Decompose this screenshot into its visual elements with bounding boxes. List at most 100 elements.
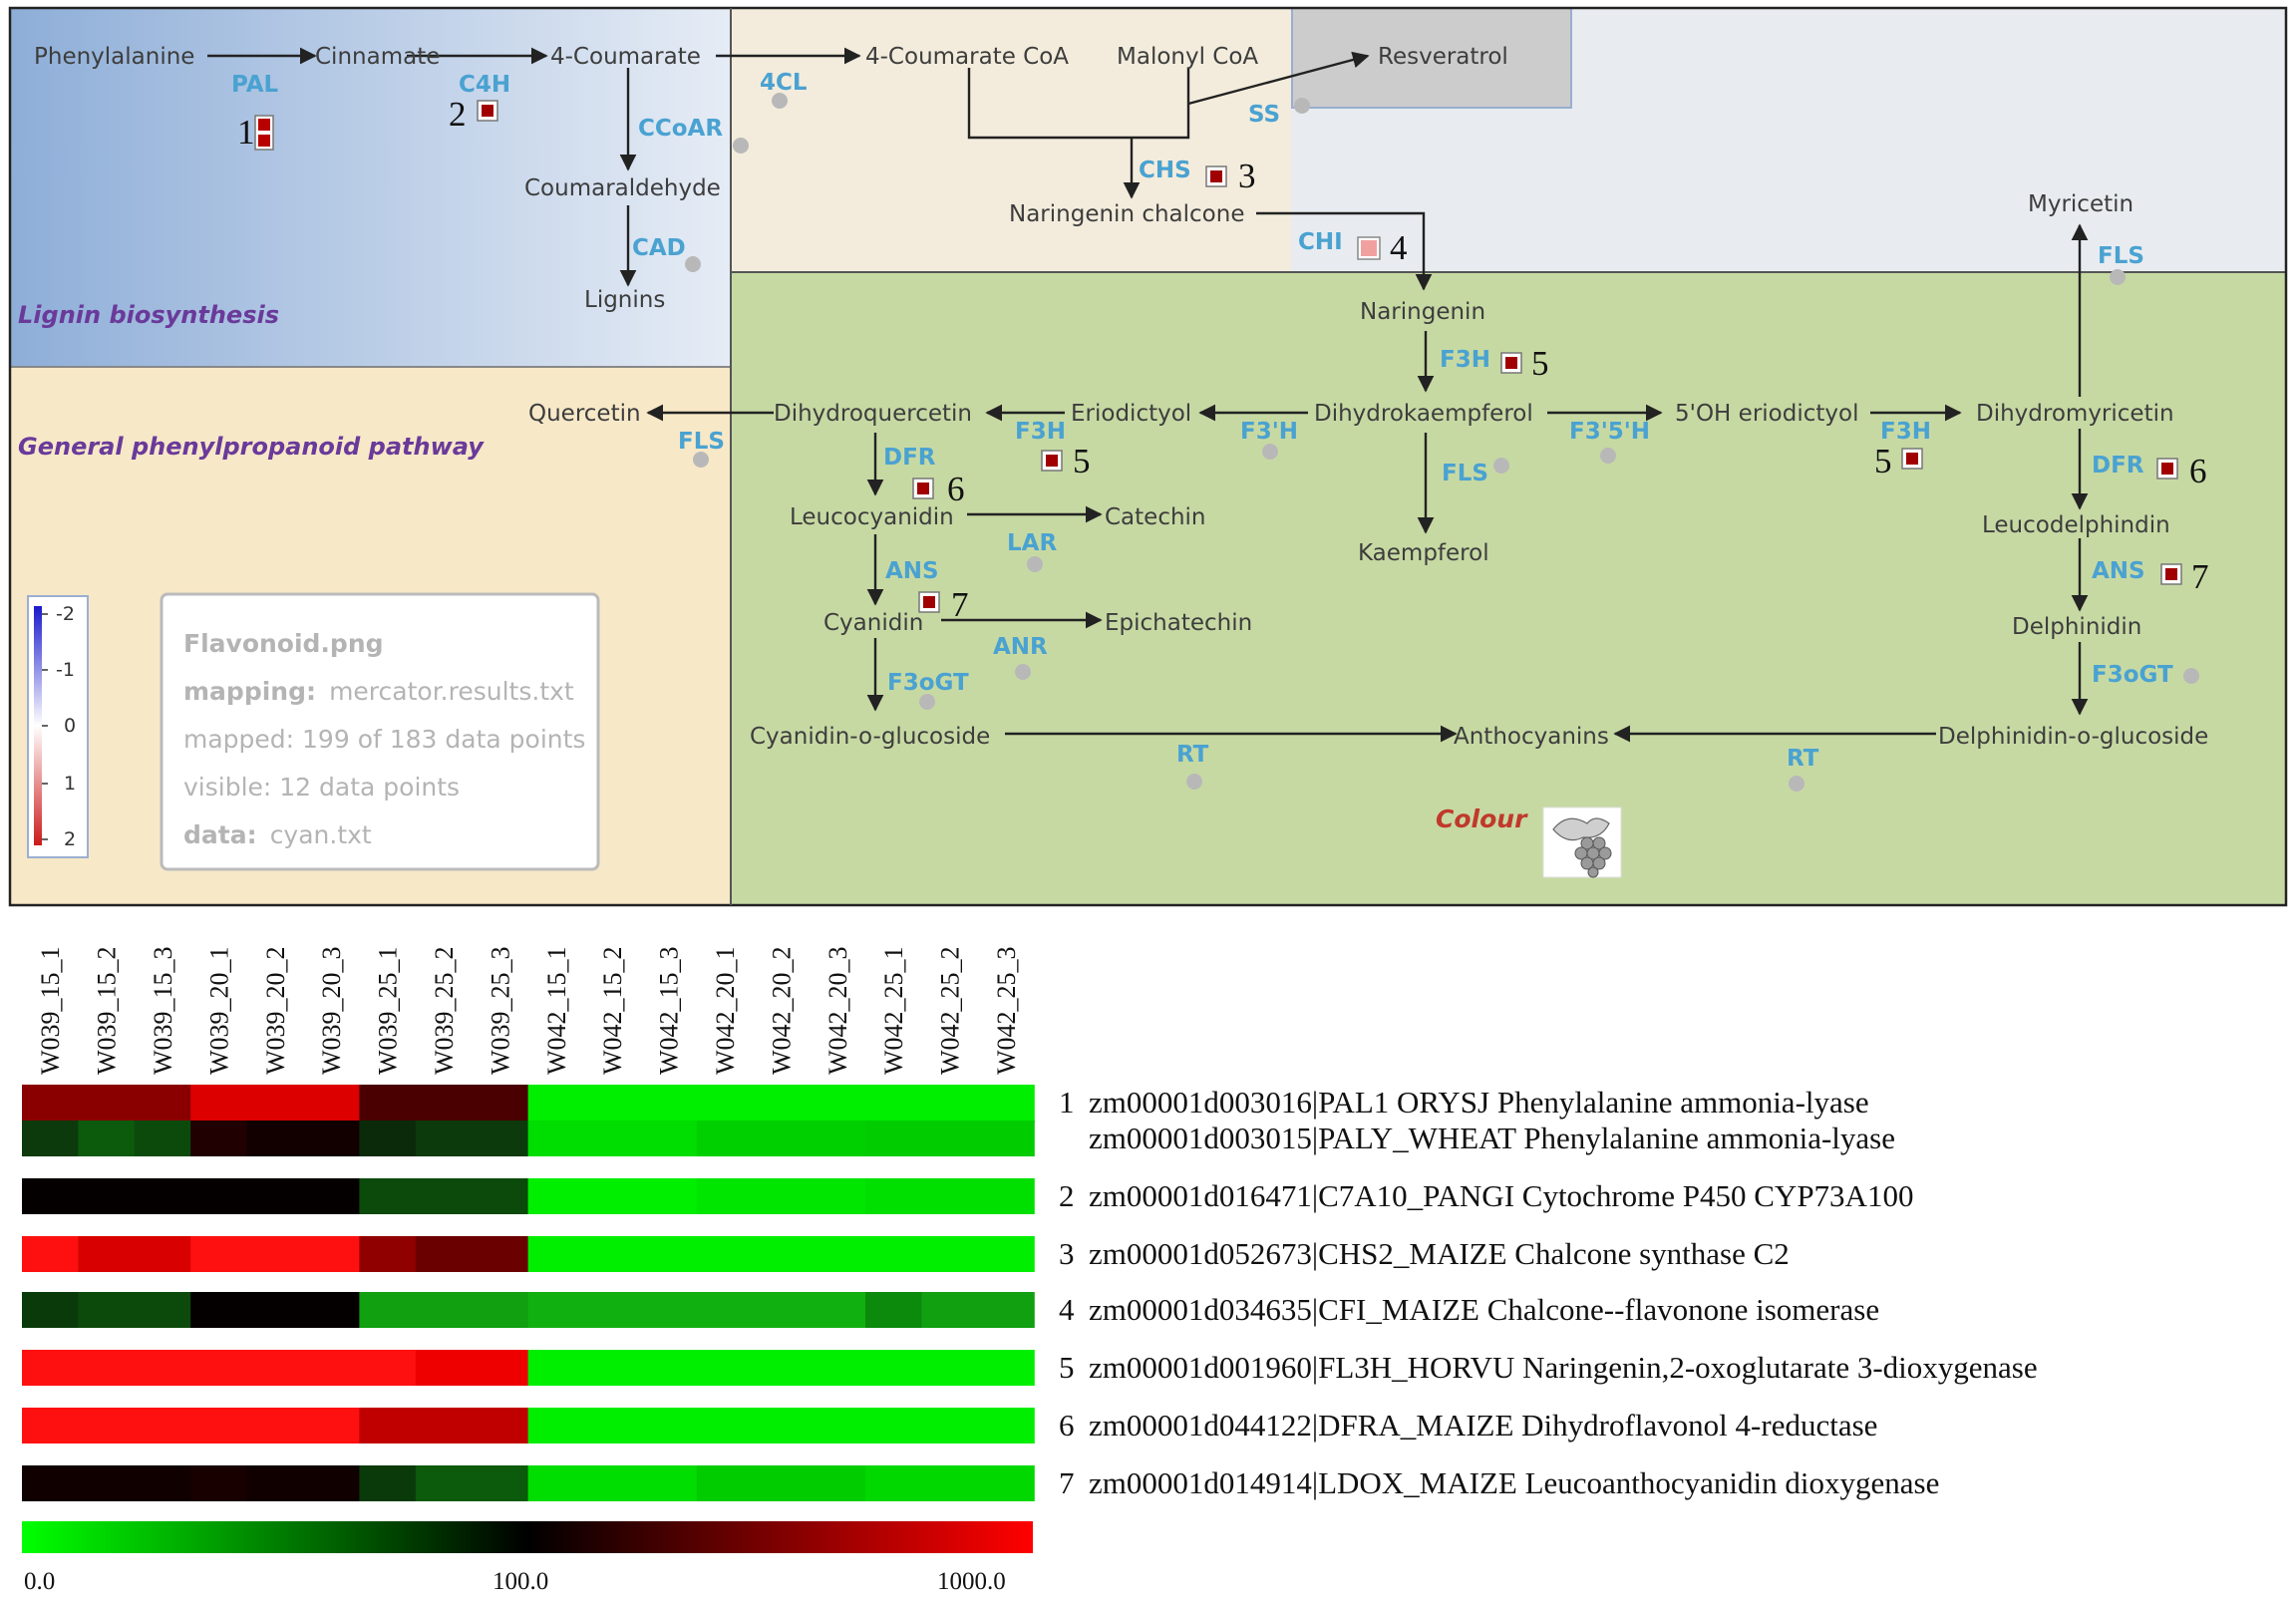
gene-number: 5 — [1059, 1350, 1075, 1385]
heatmap-cell — [696, 1292, 754, 1328]
heatmap-cell — [415, 1465, 473, 1501]
heatmap-cell — [527, 1178, 585, 1214]
dot-anr — [1015, 664, 1031, 680]
gene-annotation: zm00001d016471|C7A10_PANGI Cytochrome P4… — [1089, 1178, 1913, 1213]
gene-number: 7 — [1059, 1465, 1075, 1500]
heatmap-cell — [977, 1408, 1035, 1444]
enzyme-f3h-center: F3H — [1440, 347, 1490, 373]
enzyme-cad: CAD — [632, 235, 686, 261]
heatmap-cell — [696, 1465, 754, 1501]
heatmap-cell — [359, 1085, 417, 1123]
heatmap-cell — [359, 1465, 417, 1501]
heatmap-cell — [303, 1350, 360, 1386]
heatmap-cell — [584, 1350, 641, 1386]
gene-number: 4 — [1059, 1292, 1075, 1327]
heatmap-cell — [865, 1236, 922, 1272]
enzyme-fls-kaempferol: FLS — [1442, 461, 1488, 486]
enzyme-f3prime-h: F3'H — [1240, 419, 1298, 445]
heatmap-cell — [134, 1085, 191, 1123]
dot-f3prime5prime-h — [1600, 448, 1616, 464]
heatmap-cell — [809, 1121, 866, 1156]
region-general-label: General phenylpropanoid pathway — [18, 433, 485, 461]
metabolite-epichatechin: Epichatechin — [1105, 610, 1252, 636]
heatmap-cell — [527, 1350, 585, 1386]
heatmap-cell — [584, 1465, 641, 1501]
heatmap-column-label: W039_25_3 — [486, 946, 514, 1075]
heatmap-column-label: W039_20_3 — [317, 946, 346, 1075]
heatmap-cell — [359, 1408, 417, 1444]
heatmap-cell — [190, 1085, 248, 1123]
map-color-legend: -2 -1 0 1 2 — [27, 595, 89, 858]
heatmap-cell — [584, 1292, 641, 1328]
heatmap-cell — [921, 1178, 979, 1214]
region-lignin-label: Lignin biosynthesis — [18, 301, 279, 329]
heatmap-cell — [190, 1408, 248, 1444]
heatmap-cell — [584, 1178, 641, 1214]
region-colour-label: Colour — [1436, 804, 1528, 833]
heatmap-cell — [472, 1236, 529, 1272]
pathway-frame — [8, 6, 2288, 907]
marker-5-center: 5 — [1531, 344, 1549, 383]
enzyme-chs: CHS — [1139, 158, 1191, 183]
marker-6-left: 6 — [947, 470, 965, 508]
heatmap-cell — [527, 1085, 585, 1123]
enzyme-ans-right: ANS — [2092, 558, 2145, 584]
heatmap-cell — [78, 1178, 136, 1214]
enzyme-f3h-right: F3H — [1880, 419, 1931, 445]
heatmap-cell — [134, 1292, 191, 1328]
heatmap-cell — [303, 1121, 360, 1156]
heatmap-cell — [809, 1350, 866, 1386]
heatmap-cell — [865, 1292, 922, 1328]
heatmap-cell — [977, 1350, 1035, 1386]
enzyme-f3ogt-right: F3oGT — [2092, 662, 2173, 688]
heatmap-cell — [134, 1350, 191, 1386]
gene-annotation: zm00001d034635|CFI_MAIZE Chalcone--flavo… — [1089, 1292, 1879, 1327]
colour-region-bg — [730, 271, 2287, 906]
enzyme-dfr-left: DFR — [883, 445, 936, 471]
gene-number: 6 — [1059, 1408, 1075, 1443]
metabolite-cinnamate: Cinnamate — [315, 44, 440, 70]
heatmap-column-label: W039_25_1 — [374, 946, 403, 1075]
map-legend-tick-0: -2 — [56, 603, 75, 625]
marker-2: 2 — [449, 95, 467, 134]
heatmap-cell — [696, 1236, 754, 1272]
metabolite-lignins: Lignins — [584, 287, 665, 313]
heatmap-column-label: W042_20_2 — [767, 946, 796, 1075]
metabolite-4-coumarate-coa: 4-Coumarate CoA — [865, 44, 1069, 70]
heatmap-cell — [78, 1121, 136, 1156]
heatmap-cell — [134, 1121, 191, 1156]
heatmap-cell — [865, 1085, 922, 1123]
heatmap-cell — [640, 1178, 698, 1214]
heatmap-cell — [22, 1408, 79, 1444]
info-box: Flavonoid.png mapping: mercator.results.… — [160, 592, 600, 871]
gene-number: 1 — [1059, 1085, 1075, 1120]
heatmap-cell — [134, 1408, 191, 1444]
heatmap-cell — [696, 1178, 754, 1214]
heatmap-column-label: W039_25_2 — [430, 946, 459, 1075]
heatmap — [22, 1085, 1035, 1501]
enzyme-chi: CHI — [1298, 229, 1343, 255]
heatmap-cell — [809, 1292, 866, 1328]
metabolite-leucocyanidin: Leucocyanidin — [790, 504, 954, 530]
metabolite-leucodelphinidin: Leucodelphindin — [1982, 512, 2170, 538]
heatmap-cell — [78, 1292, 136, 1328]
metabolite-cyanidin-o-glucoside: Cyanidin-o-glucoside — [750, 724, 990, 750]
heatmap-cell — [865, 1121, 922, 1156]
metabolite-labels: Phenylalanine Cinnamate 4-Coumarate 4-Co… — [34, 44, 2208, 750]
enzyme-ss: SS — [1248, 102, 1280, 128]
info-mapping-value: mercator.results.txt — [329, 677, 574, 706]
map-legend-tick-4: 2 — [64, 828, 76, 850]
heatmap-column-label: W039_20_2 — [261, 946, 290, 1075]
scale-label-mid: 100.0 — [492, 1568, 548, 1595]
info-filename: Flavonoid.png — [183, 629, 384, 658]
heatmap-cell — [809, 1465, 866, 1501]
heatmap-cell — [865, 1465, 922, 1501]
dot-rt-right — [1789, 776, 1804, 792]
heatmap-cell — [246, 1236, 304, 1272]
grape-illustration — [1542, 806, 1622, 878]
gene-annotation: zm00001d003015|PALY_WHEAT Phenylalanine … — [1089, 1121, 1895, 1155]
heatmap-cell — [22, 1121, 79, 1156]
heatmap-cell — [753, 1292, 811, 1328]
heatmap-cell — [809, 1085, 866, 1123]
